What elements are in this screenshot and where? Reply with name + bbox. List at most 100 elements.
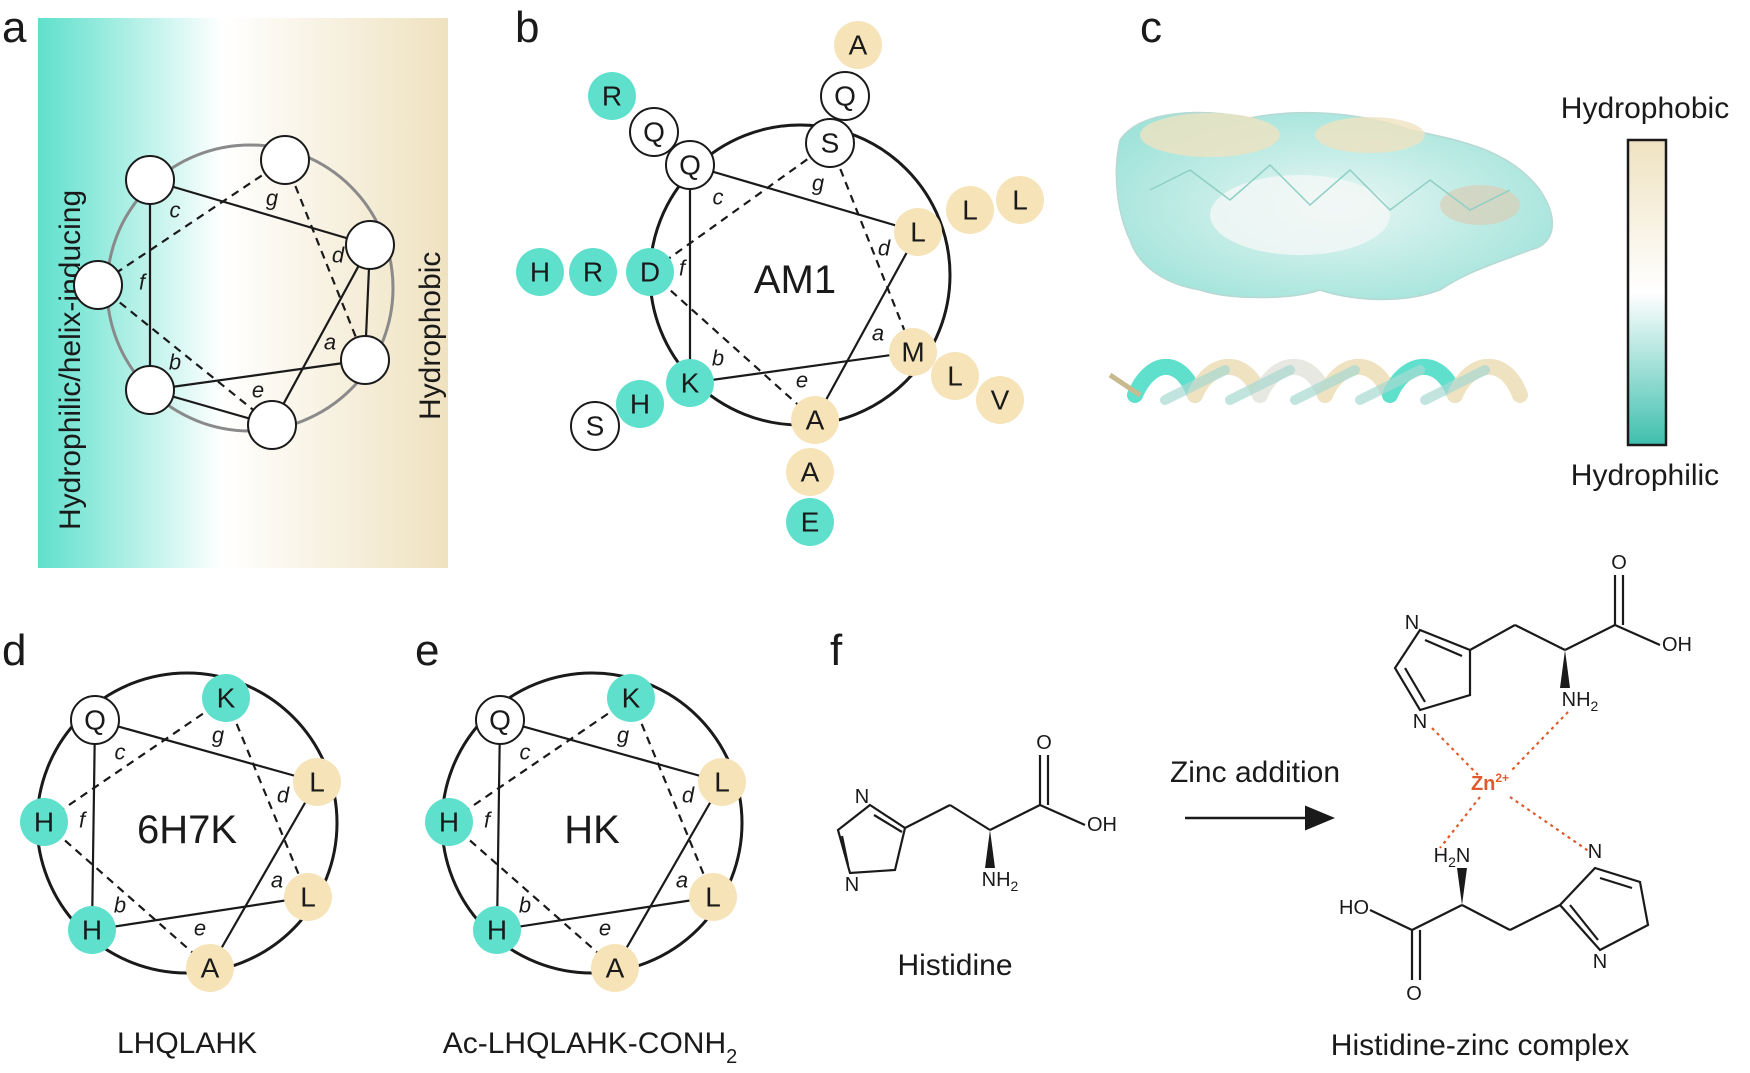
histidine-structure: N N O OH NH2 [836,732,1117,896]
residue-circle [786,448,834,496]
residue-Q-outer: Q [629,107,679,157]
residue-label: A [801,457,820,488]
wheel-bond [495,719,502,931]
backbone-trace [1149,163,1511,211]
wheel-bond [614,781,723,969]
wheel-bond-dashed [649,271,816,421]
position-label-f: f [79,808,88,833]
residue-label: L [947,361,963,392]
ring-double-bond [1599,876,1633,890]
wheel-bond [149,178,371,247]
residue-slot-e [247,400,297,450]
peptide-name-hk: HK [564,808,620,852]
residue-S: S [805,118,855,168]
residue-circle [569,248,617,296]
residue-label: L [1012,185,1028,216]
residue-S-lower: S [570,401,620,451]
position-label-f: f [679,256,688,281]
residue-circle [894,208,942,256]
residue-label: L [962,195,978,226]
residue-label: R [583,257,603,288]
residue-H-b: H [68,906,116,954]
residue-circle [666,359,714,407]
coordination-bond [1439,796,1481,849]
residue-label: L [910,217,926,248]
residue-V: V [976,376,1024,424]
atom-OH: OH [1662,634,1692,656]
helix-ribbon [1108,358,1528,405]
residue-circle [698,758,746,806]
atom-N: N [1593,951,1607,973]
residue-label: E [801,507,820,538]
residue-K: K [607,674,655,722]
panel-letter-e: e [415,626,439,675]
panel-letter-b: b [515,3,539,52]
atom-N: N [855,786,869,808]
residue-H-f: H [20,798,68,846]
wheel-bond [499,718,723,784]
residue-label: H [34,807,54,838]
residue-circle [20,798,68,846]
residue-L-outer3: L [931,352,979,400]
residue-circle [946,186,994,234]
position-label-e: e [252,378,264,403]
residue-L-d: L [293,758,341,806]
panel-letter-a: a [2,3,27,52]
hydrophobic-side-label: Hydrophobic [414,252,447,420]
residue-label: A [806,405,825,436]
position-label-b: b [519,893,531,918]
atom-N-text: N [1456,845,1470,867]
position-label-g: g [266,186,279,211]
wheel-bond-dashed [649,142,831,273]
zinc-addition-label: Zinc addition [1170,756,1340,789]
atom-N: N [845,874,859,896]
residue-circle [570,401,620,451]
residue-L-a: L [284,873,332,921]
hydrophilic-side-label: Hydrophilic/helix-inducing [54,190,87,530]
residue-label: S [821,128,840,159]
residue-circle [473,906,521,954]
residue-circle [70,695,120,745]
position-label-c: c [520,740,531,765]
wheel-bond [689,163,919,234]
residue-H-b: H [473,906,521,954]
ring-double-bond [1404,667,1426,703]
residue-label: A [606,953,625,984]
atom-N: N [1405,612,1419,634]
wedge-bond [1560,650,1570,688]
residue-Q: Q [475,695,525,745]
residue-label: M [901,337,924,368]
ribbon-terminus [1108,372,1142,398]
atom-subscript: 2 [1448,854,1456,870]
residue-label: Q [489,705,511,736]
residue-circle [616,380,664,428]
position-label-e: e [599,916,611,941]
wheel-bond [814,231,919,421]
wheel-bond [91,895,309,932]
residue-label: K [622,683,641,714]
hydroxyl-bond [1369,909,1413,931]
ring-double-bond [1569,904,1599,941]
residue-circle [475,695,525,745]
wheel-bond-dashed [43,821,211,969]
residue-circle [805,118,855,168]
wheel-bond [209,781,318,969]
imidazole-ring [1558,866,1650,952]
wheel-bond-dashed [448,821,616,969]
coordination-bond [1431,727,1479,776]
wedge-bond [1457,868,1467,905]
residue-circle [202,674,250,722]
position-label-b: b [114,893,126,918]
zinc-symbol: Zn [1471,773,1495,795]
residue-K: K [202,674,250,722]
panel-b: b AM1 Q S L M A K [515,3,1044,546]
position-label-f: f [139,270,148,295]
residue-circle [293,758,341,806]
residue-R-left: R [569,248,617,296]
residue-slot-c [125,155,175,205]
residue-circle [889,328,937,376]
residue-label: H [630,389,650,420]
atom-O: O [1406,983,1422,1005]
residue-circle [516,248,564,296]
residue-slot-g [260,135,310,185]
